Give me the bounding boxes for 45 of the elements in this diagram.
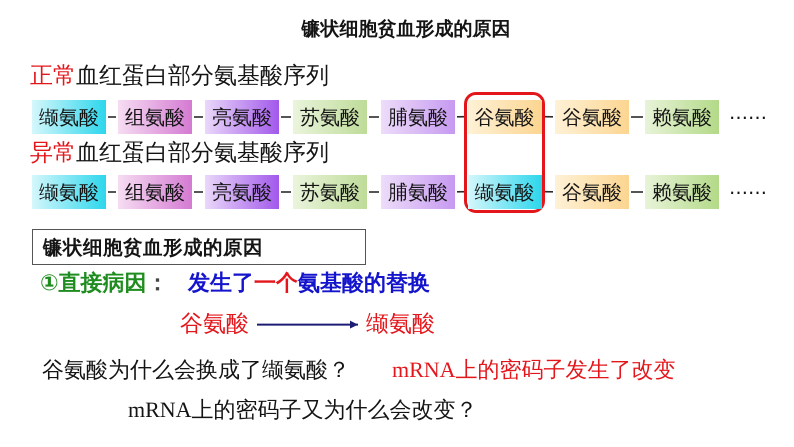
amino-acid-box: 脯氨酸 [381, 100, 455, 134]
connector-line [108, 191, 116, 193]
amino-acid-box: 亮氨酸 [205, 100, 279, 134]
connector-line [108, 116, 116, 118]
question-text: 谷氨酸为什么会换成了缬氨酸？ [42, 357, 350, 382]
amino-acid-box: 组氨酸 [118, 100, 192, 134]
slide-title: 镰状细胞贫血形成的原因 [302, 19, 510, 41]
sequence-heading: 正常血红蛋白部分氨基酸序列 [30, 63, 329, 90]
ellipsis: …… [729, 178, 767, 200]
connector-line [544, 116, 553, 118]
connector-line [281, 191, 291, 193]
amino-acid-box: 苏氨酸 [293, 100, 367, 134]
amino-acid-box: 亮氨酸 [205, 175, 279, 209]
sequence-heading: 异常血红蛋白部分氨基酸序列 [30, 140, 329, 166]
connector-line [194, 116, 203, 118]
connector-line [544, 190, 553, 193]
question-text: mRNA上的密码子又为什么会改变？ [128, 397, 478, 422]
amino-acid-label: 缬氨酸 [366, 312, 435, 338]
amino-acid-label: 谷氨酸 [180, 312, 249, 338]
amino-acid-box: 谷氨酸 [555, 100, 629, 134]
connector-line [194, 191, 203, 193]
amino-acid-box: 赖氨酸 [645, 175, 719, 209]
amino-acid-box: 苏氨酸 [293, 175, 367, 209]
amino-acid-box: 组氨酸 [118, 175, 192, 209]
connector-line [369, 191, 379, 193]
amino-acid-box: 谷氨酸 [468, 100, 542, 134]
amino-acid-box: 脯氨酸 [381, 175, 455, 209]
connector-line [631, 191, 643, 193]
amino-acid-box: 缬氨酸 [32, 175, 106, 209]
amino-acid-box: 缬氨酸 [468, 174, 542, 208]
cause-text: 发生了一个氨基酸的替换 [188, 271, 430, 296]
cause-heading: ①直接病因： [40, 271, 169, 296]
amino-acid-box: 缬氨酸 [32, 100, 106, 134]
amino-acid-box: 赖氨酸 [645, 100, 719, 134]
connector-line [457, 116, 466, 118]
ellipsis: …… [729, 103, 767, 125]
arrow [257, 320, 358, 329]
connector-line [631, 116, 643, 118]
highlight-frame [464, 92, 545, 213]
connector-line [281, 116, 291, 118]
amino-acid-box: 谷氨酸 [555, 175, 629, 209]
connector-line [369, 116, 379, 118]
answer-text: mRNA上的密码子发生了改变 [392, 357, 676, 382]
heading-box: 镰状细胞贫血形成的原因 [32, 229, 366, 265]
connector-line [457, 190, 466, 193]
